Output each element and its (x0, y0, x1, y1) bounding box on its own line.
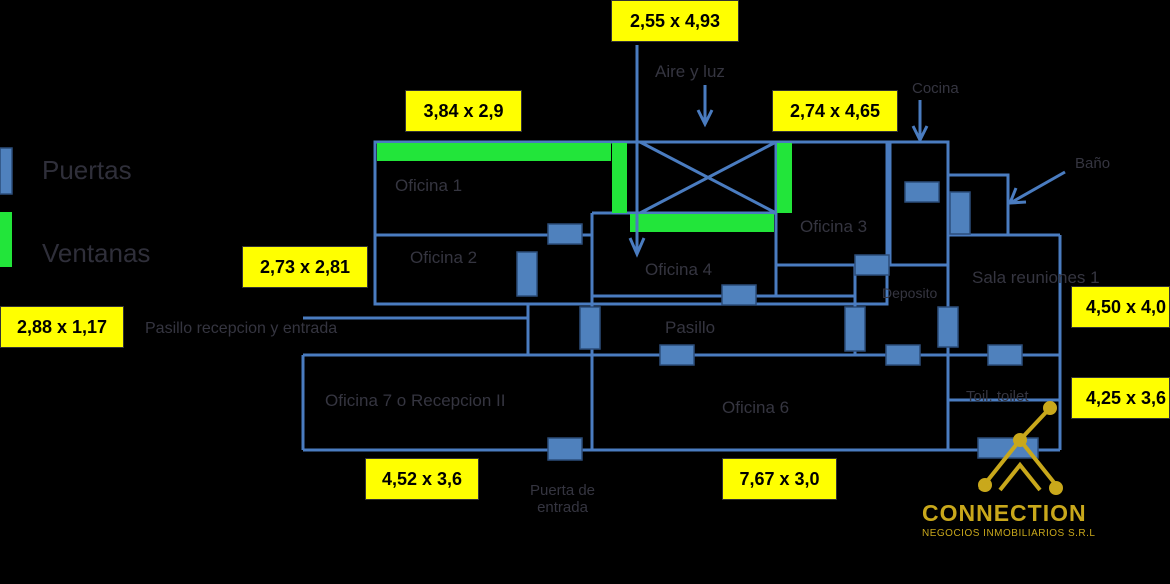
logo-node-1 (1013, 433, 1027, 447)
door-oficina6 (659, 344, 695, 366)
door-oficina4 (721, 284, 757, 306)
room-oficina3: Oficina 3 (800, 217, 868, 236)
door-oficina1 (547, 223, 583, 245)
logo-line (1018, 406, 1052, 442)
legend-window-swatch (0, 212, 12, 267)
door-pasillo-left (579, 306, 601, 350)
dim-corridor: 2,88 x 1,17 (0, 306, 124, 348)
label-cocina: Cocina (912, 80, 959, 97)
door-entrance (547, 437, 583, 461)
label-pasillo-recepcion: Pasillo recepcion y entrada (145, 320, 338, 337)
wall-upper-block (373, 140, 889, 306)
door-oficina3 (854, 254, 890, 276)
arrow-bath-head (1007, 187, 1027, 205)
room-pasillo: Pasillo (665, 318, 716, 337)
walls (301, 140, 1062, 452)
dim-oficina3: 2,74 x 4,65 (772, 90, 898, 132)
room-oficina2: Oficina 2 (410, 248, 478, 267)
door-kitchen (904, 181, 940, 203)
doors (0, 147, 1039, 461)
wall-kitchen (888, 140, 950, 267)
room-deposito: Deposito (882, 285, 938, 301)
door-sala-left (937, 306, 959, 348)
legend-windows-label: Ventanas (42, 238, 151, 268)
logo-node-4 (1049, 481, 1063, 495)
legend-door-swatch (0, 147, 13, 195)
window-air-left (612, 143, 627, 213)
arrow-bath (1011, 170, 1066, 204)
room-oficina-recepcion: Oficina 7 o Recepcion II (325, 391, 506, 410)
arrows (628, 45, 1066, 258)
door-oficina2 (516, 251, 538, 297)
room-oficina4: Oficina 4 (645, 260, 713, 279)
door-deposit (844, 306, 866, 352)
dim-sala: 4,50 x 4,0 (1071, 286, 1170, 328)
dim-air-light: 2,55 x 4,93 (611, 0, 739, 42)
room-oficina6: Oficina 6 (722, 398, 790, 417)
logo-node-3 (978, 478, 992, 492)
dim-toilet: 4,25 x 3,6 (1071, 377, 1170, 419)
door-toilet-hall (885, 344, 921, 366)
logo-name: CONNECTION (922, 500, 1087, 526)
dim-oficina1: 3,84 x 2,9 (405, 90, 522, 132)
window-oficina4 (630, 214, 774, 232)
logo-node-2 (1043, 401, 1057, 415)
logo-triangle-inner (998, 461, 1042, 492)
room-oficina1: Oficina 1 (395, 176, 463, 195)
arrow-air-head (696, 109, 714, 128)
room-toilet: Toil. toilet (966, 388, 1029, 405)
door-sala-bottom (987, 344, 1023, 366)
arrow-kitchen-head (911, 125, 929, 144)
arrow-oficina4-head (628, 237, 646, 258)
dim-oficina6: 7,67 x 3,0 (722, 458, 837, 500)
door-bath (949, 191, 971, 235)
dim-oficina-recepcion: 4,52 x 3,6 (365, 458, 479, 500)
dim-oficina2: 2,73 x 2,81 (242, 246, 368, 288)
logo-subtitle: NEGOCIOS INMOBILIARIOS S.R.L (922, 528, 1096, 539)
windows (0, 143, 792, 267)
window-air-right (777, 143, 792, 213)
window-oficina1 (377, 143, 611, 161)
label-aire-luz: Aire y luz (655, 62, 725, 81)
label-puerta-entrada: Puerta de entrada (529, 482, 596, 516)
air-light-cross-2 (639, 140, 777, 215)
label-bano: Baño (1075, 155, 1111, 172)
room-sala-reuniones: Sala reuniones 1 (972, 268, 1100, 287)
wall-bath (948, 173, 1010, 235)
legend-doors-label: Puertas (42, 155, 132, 185)
connection-logo-icon (978, 401, 1063, 495)
